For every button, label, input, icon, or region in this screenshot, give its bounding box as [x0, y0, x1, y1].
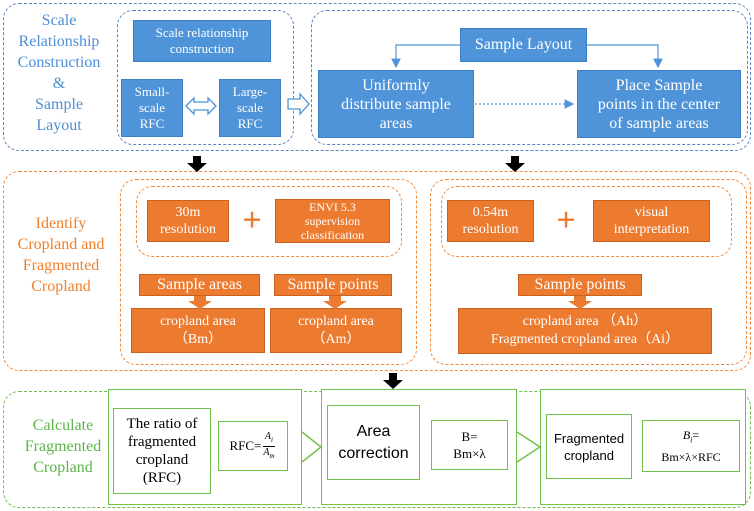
left-identify-group	[120, 179, 417, 365]
down-arrow-icon-right	[505, 156, 525, 172]
down-arrow-icon-bottom	[383, 373, 403, 389]
section-label-calculate-fragmented: Calculate Fragmented Cropland	[24, 417, 102, 476]
bi-formula-box: Bi= Bm×λ×RFC	[642, 420, 740, 472]
scale-construction-group	[117, 10, 294, 145]
rfc-formula-box: RFC= Ai Am	[218, 421, 288, 471]
uniformly-distribute-box: Uniformly distribute sample areas	[318, 70, 474, 138]
section-label-scale-relationship: Scale Relationship Construction & Sample…	[17, 12, 101, 134]
sample-layout-group	[311, 10, 748, 145]
plus-icon-left: +	[242, 202, 262, 239]
scale-relationship-construction-box: Scale relationship construction	[133, 20, 271, 62]
plus-icon-right: +	[556, 202, 576, 239]
right-identify-group	[430, 179, 747, 365]
section-label-identify-cropland: Identify Cropland and Fragmented Croplan…	[17, 215, 105, 295]
sample-points-right-box: Sample points	[518, 274, 642, 296]
section-identify-cropland	[3, 171, 751, 371]
sample-areas-box: Sample areas	[139, 274, 260, 296]
envi-box: ENVI 5.3 supervision classification	[275, 199, 390, 243]
place-sample-points-box: Place Sample points in the center of sam…	[577, 70, 741, 138]
section-scale-relationship	[3, 3, 751, 151]
left-inputs-group	[136, 186, 402, 257]
cropland-bm-box: cropland area （Bm）	[131, 308, 265, 353]
large-scale-rfc-box: Large- scale RFC	[219, 79, 281, 137]
b-formula-box: B= Bm×λ	[431, 420, 508, 470]
right-inputs-group	[441, 186, 732, 257]
sample-points-left-box: Sample points	[274, 274, 392, 296]
cropland-ah-ai-box: cropland area （Ah） Fragmented cropland a…	[458, 308, 712, 354]
small-scale-rfc-box: Small- scale RFC	[121, 79, 183, 137]
sample-layout-box: Sample Layout	[460, 28, 587, 62]
down-arrow-icon-left	[187, 156, 207, 172]
visual-interpretation-box: visual interpretation	[593, 200, 710, 242]
ratio-rfc-box: The ratio of fragmented cropland (RFC)	[113, 408, 211, 494]
res30-box: 30m resolution	[147, 200, 229, 242]
cropland-am-box: cropland area （Am）	[270, 308, 402, 353]
fragmented-cropland-box: Fragmented cropland	[546, 414, 632, 479]
area-correction-box: Area correction	[327, 405, 420, 480]
res054-box: 0.54m resolution	[447, 200, 534, 242]
